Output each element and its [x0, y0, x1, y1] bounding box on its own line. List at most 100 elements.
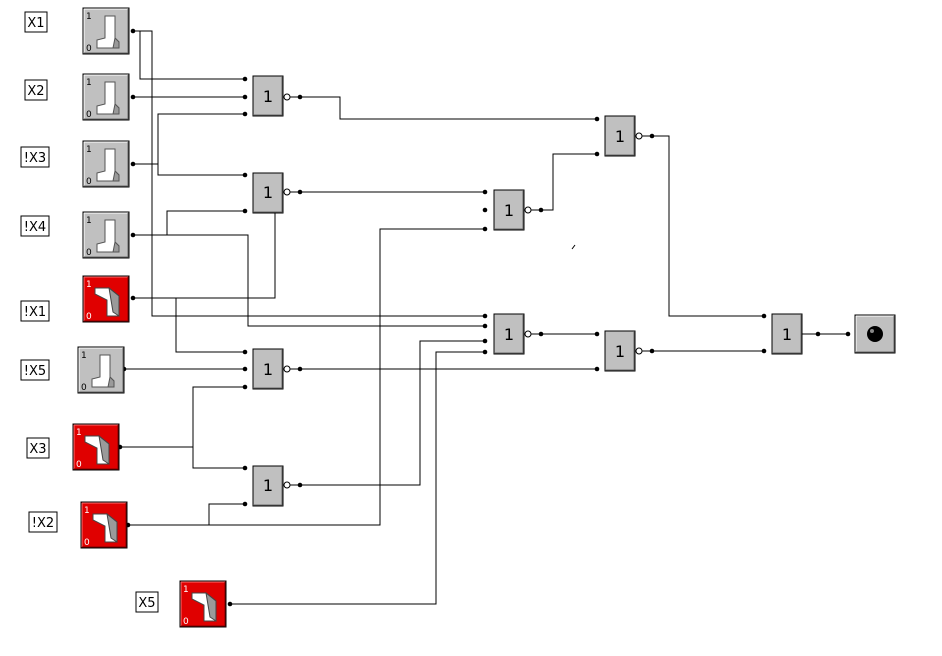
- output-indicator-lamp-icon: [854, 314, 896, 354]
- junction-dot: [130, 295, 136, 301]
- wire: [133, 30, 485, 317]
- wire: [571, 244, 576, 250]
- svg-text:!X5: !X5: [24, 364, 46, 379]
- toggle-switch-icon[interactable]: 10: [77, 346, 125, 394]
- toggle-switch-icon[interactable]: 10: [80, 501, 128, 549]
- wires: [120, 30, 848, 605]
- toggle-switch-icon[interactable]: 10: [82, 7, 130, 55]
- nor-gate[interactable]: 1: [604, 330, 652, 372]
- junction-dot: [242, 366, 248, 372]
- nor-gate[interactable]: 1: [252, 172, 300, 214]
- inversion-bubble: [635, 132, 643, 140]
- label-not-x3: !X3: [20, 146, 50, 168]
- switch-low-mark: 0: [86, 248, 92, 258]
- junction-dot: [242, 501, 248, 507]
- junction-dot: [482, 338, 488, 344]
- gate-symbol: 1: [263, 360, 273, 379]
- gate-symbol: 1: [263, 476, 273, 495]
- junction-dot: [482, 323, 488, 329]
- svg-text:!X3: !X3: [24, 151, 46, 166]
- nor-gate[interactable]: 1: [252, 348, 300, 390]
- inversion-bubble: [283, 481, 291, 489]
- nor-gate[interactable]: 1: [252, 75, 300, 117]
- svg-text:X5: X5: [138, 596, 155, 611]
- junction-dot: [482, 189, 488, 195]
- toggle-switch-icon[interactable]: 10: [179, 580, 227, 628]
- junction-dots: [117, 28, 851, 607]
- junction-dot: [130, 28, 136, 34]
- junction-dot: [242, 465, 248, 471]
- junction-dot: [482, 349, 488, 355]
- junction-dot: [482, 226, 488, 232]
- wire: [192, 447, 245, 469]
- nor-gate[interactable]: 1: [604, 115, 652, 157]
- switch-high-mark: 1: [86, 12, 92, 22]
- inversion-bubble: [524, 206, 532, 214]
- gate-symbol: 1: [615, 342, 625, 361]
- wire: [175, 298, 245, 353]
- nor-gate[interactable]: 1: [493, 313, 541, 355]
- switch-low-mark: 0: [86, 177, 92, 187]
- toggle-switch-icon[interactable]: 10: [82, 211, 130, 259]
- switch-high-mark: 1: [84, 506, 90, 516]
- junction-dot: [130, 94, 136, 100]
- junction-dot: [227, 601, 233, 607]
- wire: [133, 113, 245, 165]
- junction-dot: [761, 348, 767, 354]
- label-not-x1: !X1: [20, 300, 50, 322]
- junction-dot: [594, 366, 600, 372]
- svg-text:!X1: !X1: [24, 305, 46, 320]
- switch-high-mark: 1: [86, 78, 92, 88]
- toggle-switch-icon[interactable]: 10: [82, 275, 130, 323]
- toggle-switch-icon[interactable]: 10: [82, 140, 130, 188]
- gate-symbol: 1: [504, 201, 514, 220]
- wire: [230, 351, 485, 605]
- gate-symbol: 1: [782, 325, 792, 344]
- toggle-switch-icon[interactable]: 10: [82, 73, 130, 121]
- toggle-switch-icon[interactable]: 10: [72, 423, 120, 471]
- nor-gate[interactable]: 1: [493, 189, 541, 231]
- wire: [133, 234, 485, 327]
- switch-high-mark: 1: [86, 145, 92, 155]
- wire: [300, 340, 485, 486]
- or-gate[interactable]: 1: [771, 313, 818, 355]
- wire: [157, 164, 245, 176]
- junction-dot: [482, 313, 488, 319]
- nor-gate[interactable]: 1: [252, 465, 300, 507]
- inversion-bubble: [283, 365, 291, 373]
- variable-labels: X1 X2 !X3 !X4 !X1 !X5 X3 !X2: [20, 11, 159, 613]
- gate-symbol: 1: [263, 87, 273, 106]
- junction-dot: [242, 111, 248, 117]
- svg-text:X2: X2: [27, 84, 44, 99]
- label-x1: X1: [24, 11, 48, 33]
- junction-dot: [594, 331, 600, 337]
- svg-text:!X4: !X4: [24, 220, 46, 235]
- switch-low-mark: 0: [86, 110, 92, 120]
- wire: [139, 31, 245, 80]
- junction-dot: [242, 76, 248, 82]
- junction-dot: [242, 208, 248, 214]
- junction-dot: [242, 384, 248, 390]
- svg-text:X3: X3: [29, 442, 46, 457]
- wire: [166, 210, 245, 235]
- svg-text:X1: X1: [27, 16, 44, 31]
- gate-symbol: 1: [263, 183, 273, 202]
- wire: [300, 96, 597, 120]
- wire: [133, 211, 276, 299]
- inversion-bubble: [283, 93, 291, 101]
- switch-high-mark: 1: [86, 216, 92, 226]
- junction-dot: [242, 94, 248, 100]
- wire: [652, 135, 764, 317]
- switch-low-mark: 0: [183, 617, 189, 627]
- junction-dot: [594, 151, 600, 157]
- label-not-x2: !X2: [28, 511, 58, 533]
- label-not-x5: !X5: [20, 359, 50, 381]
- inversion-bubble: [283, 188, 291, 196]
- inversion-bubble: [524, 330, 532, 338]
- junction-dot: [761, 313, 767, 319]
- switch-low-mark: 0: [86, 312, 92, 322]
- svg-text:!X2: !X2: [32, 516, 54, 531]
